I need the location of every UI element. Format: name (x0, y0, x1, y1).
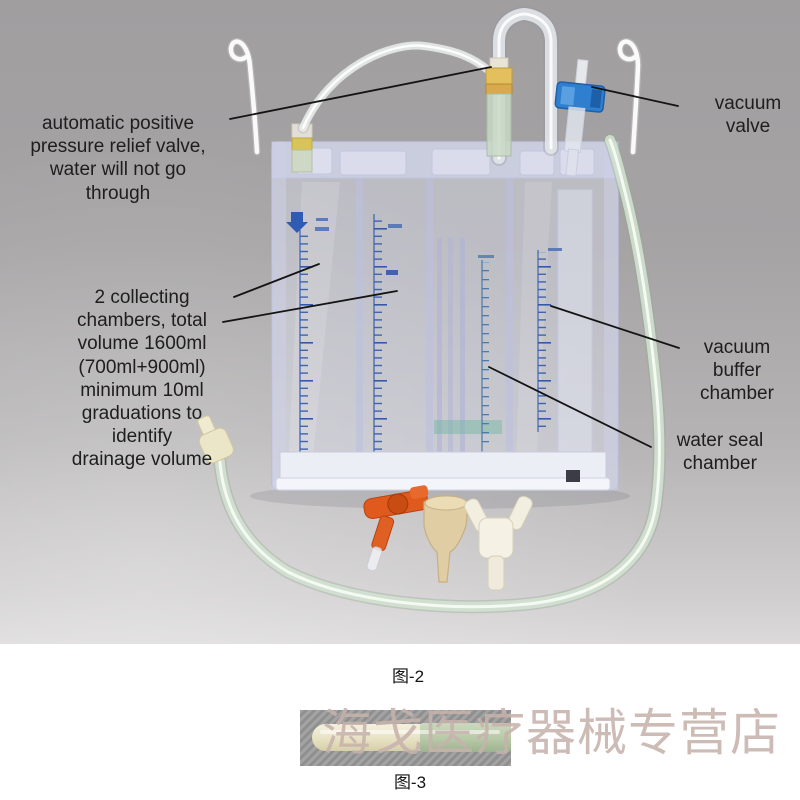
annotation-vacuum-valve: vacuum valve (714, 93, 782, 138)
figure2-caption: 图-2 (391, 667, 425, 686)
figure2-photo: automatic positive pressure relief valve… (0, 0, 800, 644)
leader-collecting-2 (222, 290, 398, 323)
annotation-vacuum-buffer: vacuum buffer chamber (700, 337, 774, 405)
collecting-chamber-2-scale (373, 214, 402, 460)
hanger-hook-left (227, 38, 261, 156)
y-connector (464, 495, 533, 591)
leader-collecting-1 (233, 263, 320, 298)
leader-water-seal (488, 366, 652, 448)
callout-lines (222, 66, 680, 448)
catheter-body-green (420, 723, 511, 752)
leader-vacuum-buffer (550, 305, 680, 349)
tube-adapter (197, 415, 234, 464)
store-watermark: 海戈医疗器械专营店 (322, 704, 781, 762)
catheter-highlight (320, 730, 500, 734)
patient-tube (212, 133, 666, 614)
annotation-collecting-chambers: 2 collecting chambers, total volume 1600… (71, 287, 213, 471)
water-seal-scale (478, 255, 494, 452)
figure3-photo (300, 710, 511, 766)
vacuum-valve-part (554, 59, 606, 177)
unit-base (275, 451, 611, 491)
vacuum-buffer-scale (537, 248, 562, 432)
water-seal-water (434, 420, 502, 434)
figure3-caption: 图-3 (393, 773, 427, 792)
leader-vacuum-valve (591, 86, 679, 107)
fill-level-arrow (286, 212, 308, 233)
u-bend-tube (491, 5, 559, 166)
u-bend-connector (485, 57, 513, 157)
annotation-water-seal: water seal chamber (676, 430, 764, 475)
collecting-chamber-1-scale (286, 212, 329, 456)
annotation-relief-valve: automatic positive pressure relief valve… (30, 113, 206, 204)
relief-valve-port (291, 123, 313, 173)
funnel-connector (423, 495, 469, 583)
drainage-unit-body (271, 141, 619, 491)
catheter-tip-cream (312, 724, 434, 751)
figure2-artwork (197, 5, 680, 614)
clamp-accessory (363, 485, 429, 572)
hanger-hook-right (616, 38, 642, 156)
leader-relief-valve (229, 66, 492, 120)
suction-arch-tube (297, 40, 495, 134)
